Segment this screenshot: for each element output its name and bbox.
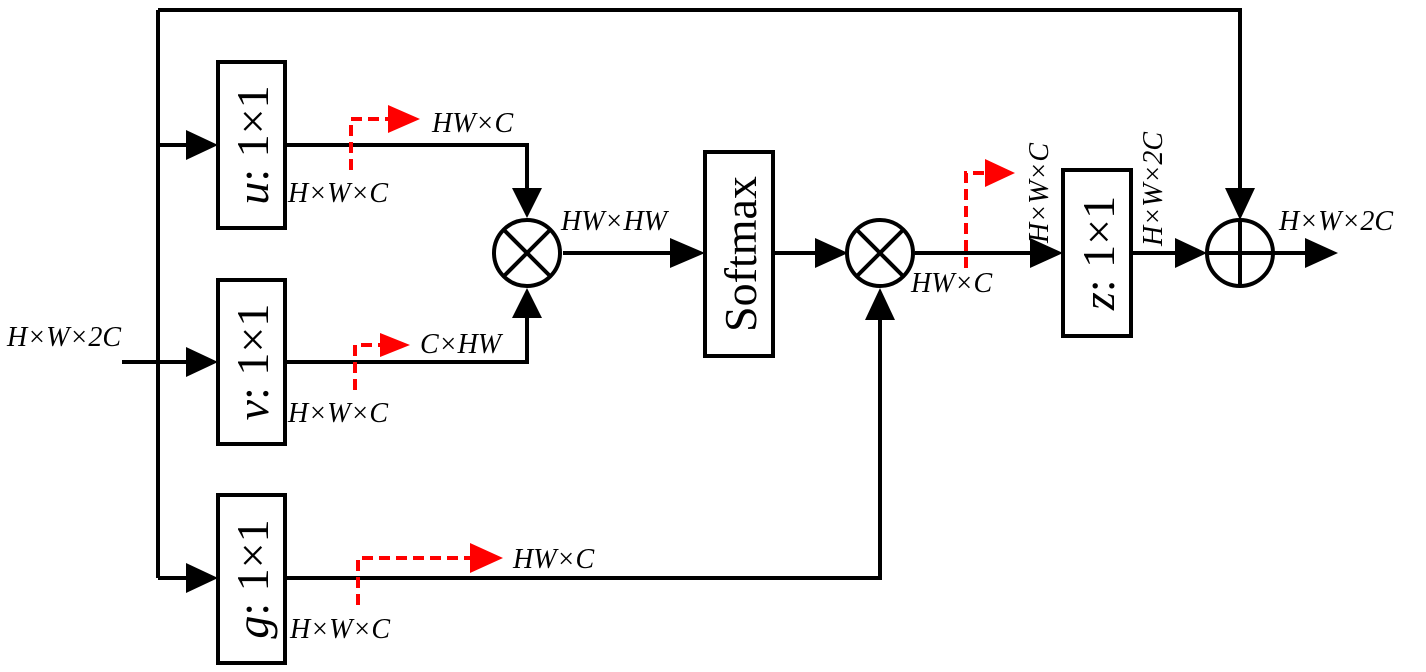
v-reshaped-label: C×HW — [420, 329, 504, 360]
u-out-line — [285, 143, 529, 190]
g-out-line — [285, 318, 882, 580]
arrowhead-to-add — [1175, 238, 1207, 268]
reshape-arrow-back — [964, 171, 985, 268]
arrowhead-skip-to-add — [1225, 188, 1255, 220]
connections — [122, 8, 1308, 580]
softmax-box: Softmax — [703, 150, 775, 358]
reshape-arrowhead-v — [380, 333, 410, 357]
arrowhead-g-to-matmul2 — [865, 288, 895, 320]
svg-text:z: 1×1: z: 1×1 — [1073, 196, 1124, 311]
input-shape-label: H×W×2C — [6, 322, 121, 353]
v-out-shape-label: H×W×C — [287, 398, 388, 429]
arrowhead-to-softmax — [670, 238, 705, 268]
skip-connection — [158, 8, 1242, 190]
reshape-arrows — [349, 105, 1015, 605]
conv-g-box: g: 1×1 — [216, 493, 287, 665]
arrowheads — [186, 130, 1338, 593]
conv-u-box: u: 1×1 — [216, 60, 287, 230]
z-out-shape-label: H×W×2C — [1138, 132, 1169, 247]
conv-z-name: z — [1073, 292, 1124, 311]
conv-u-name: u — [227, 182, 278, 205]
conv-z-box: z: 1×1 — [1061, 168, 1133, 338]
u-out-shape-label: H×W×C — [287, 178, 388, 209]
conv-z-kernel: 1×1 — [1073, 196, 1124, 268]
conv-g-name: g — [227, 616, 278, 639]
arrowhead-v-to-matmul1 — [512, 288, 542, 318]
output-shape-label: H×W×2C — [1278, 206, 1393, 237]
arrowhead-u-to-matmul1 — [512, 188, 542, 218]
matmul2-out-label: HW×C — [910, 268, 992, 299]
arrowhead-output — [1305, 238, 1338, 268]
arrowhead-to-u — [186, 130, 218, 160]
conv-v-box: v: 1×1 — [216, 278, 287, 446]
arrowhead-to-matmul2 — [815, 238, 848, 268]
svg-text:u: 1×1: u: 1×1 — [227, 85, 278, 204]
g-reshaped-label: HW×C — [512, 544, 594, 575]
matmul-2-icon — [845, 218, 915, 288]
reshape-arrow-g — [356, 556, 470, 605]
svg-text:g: 1×1: g: 1×1 — [227, 519, 278, 638]
reshape-back-label: H×W×C — [1024, 143, 1055, 244]
add-icon — [1205, 218, 1275, 288]
g-out-shape-label: H×W×C — [289, 614, 390, 645]
softmax-label: Softmax — [715, 176, 766, 332]
arrowhead-to-z — [1030, 238, 1063, 268]
reshape-arrowhead-u — [388, 105, 420, 133]
reshape-arrow-u — [349, 117, 388, 170]
dimension-labels: H×W×2C HW×C H×W×C C×HW H×W×C HW×C H×W×C … — [6, 108, 1393, 645]
u-reshaped-label: HW×C — [431, 108, 513, 139]
arrowhead-to-v — [186, 347, 218, 377]
conv-g-kernel: 1×1 — [227, 519, 278, 591]
svg-text:v: 1×1: v: 1×1 — [227, 304, 278, 421]
matmul-1-icon — [492, 218, 562, 288]
v-out-line — [285, 315, 529, 364]
reshape-arrow-v — [353, 343, 380, 390]
conv-v-kernel: 1×1 — [227, 304, 278, 376]
conv-u-kernel: 1×1 — [227, 85, 278, 157]
reshape-arrowhead-back — [985, 159, 1015, 187]
arrowhead-to-g — [186, 563, 218, 593]
reshape-arrowhead-g — [470, 543, 503, 573]
conv-v-name: v — [227, 399, 278, 420]
matmul1-out-label: HW×HW — [560, 206, 670, 237]
